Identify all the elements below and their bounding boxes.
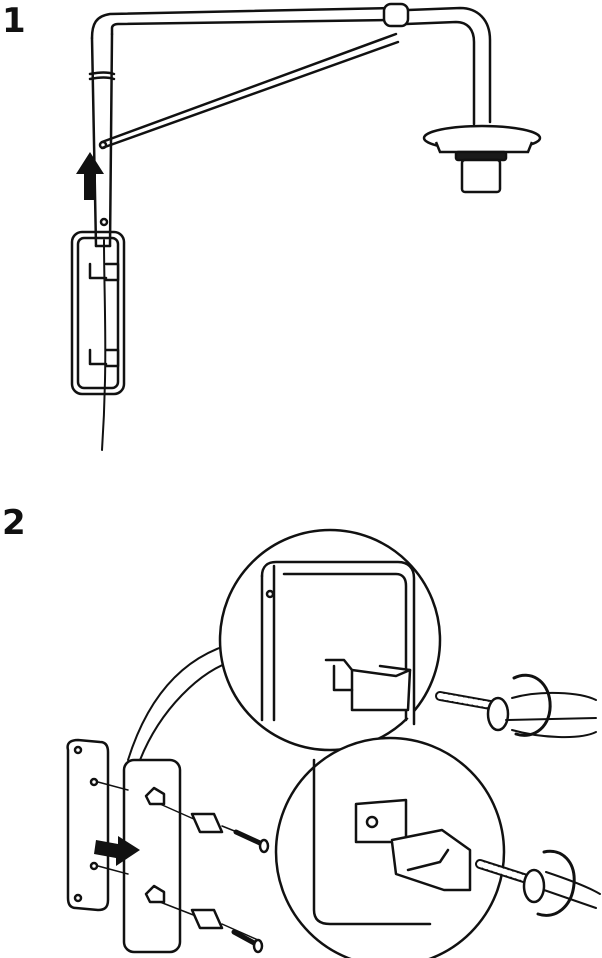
wall-backing-plate [68, 740, 108, 910]
step-1-illustration [0, 0, 602, 470]
up-arrow-icon [76, 152, 104, 200]
rotate-arrow-icon-upper [514, 675, 550, 735]
lamp-shade [424, 126, 540, 192]
wall-plate [72, 232, 124, 394]
arm-joint [384, 4, 408, 26]
lamp-arm [408, 8, 490, 122]
step-2-illustration [0, 470, 602, 958]
